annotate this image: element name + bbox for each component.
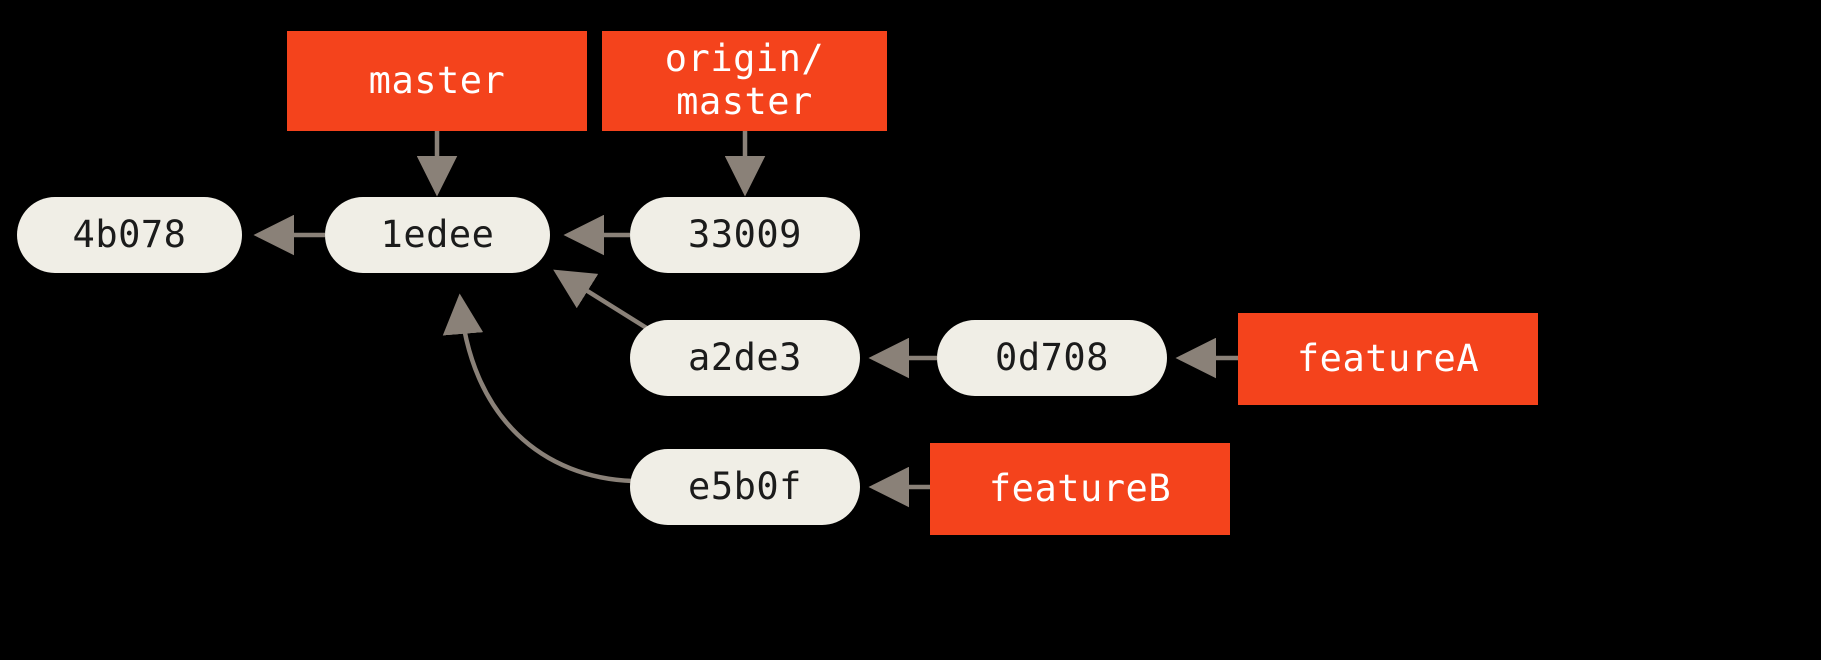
branch-name: master bbox=[368, 58, 506, 102]
branch-label-featureA[interactable]: featureA bbox=[1238, 313, 1538, 405]
branch-label-master[interactable]: master bbox=[287, 31, 587, 131]
commit-node-4b078[interactable]: 4b078 bbox=[17, 197, 242, 273]
branch-name: featureB bbox=[988, 466, 1172, 510]
commit-label: 4b078 bbox=[72, 212, 187, 256]
branch-name: origin/ master bbox=[664, 37, 825, 123]
commit-node-0d708[interactable]: 0d708 bbox=[937, 320, 1167, 396]
branch-label-origin-master[interactable]: origin/ master bbox=[602, 31, 887, 131]
commit-node-a2de3[interactable]: a2de3 bbox=[630, 320, 860, 396]
commit-node-33009[interactable]: 33009 bbox=[630, 197, 860, 273]
commit-node-e5b0f[interactable]: e5b0f bbox=[630, 449, 860, 525]
commit-node-1edee[interactable]: 1edee bbox=[325, 197, 550, 273]
commit-label: e5b0f bbox=[688, 464, 802, 508]
branch-name: featureA bbox=[1296, 336, 1480, 380]
branch-label-featureB[interactable]: featureB bbox=[930, 443, 1230, 535]
commit-label: 0d708 bbox=[995, 335, 1109, 379]
commit-label: 33009 bbox=[688, 212, 802, 256]
commit-label: 1edee bbox=[380, 212, 495, 256]
edge-e5b0f-to-1edee bbox=[442, 293, 634, 484]
commit-label: a2de3 bbox=[688, 335, 802, 379]
